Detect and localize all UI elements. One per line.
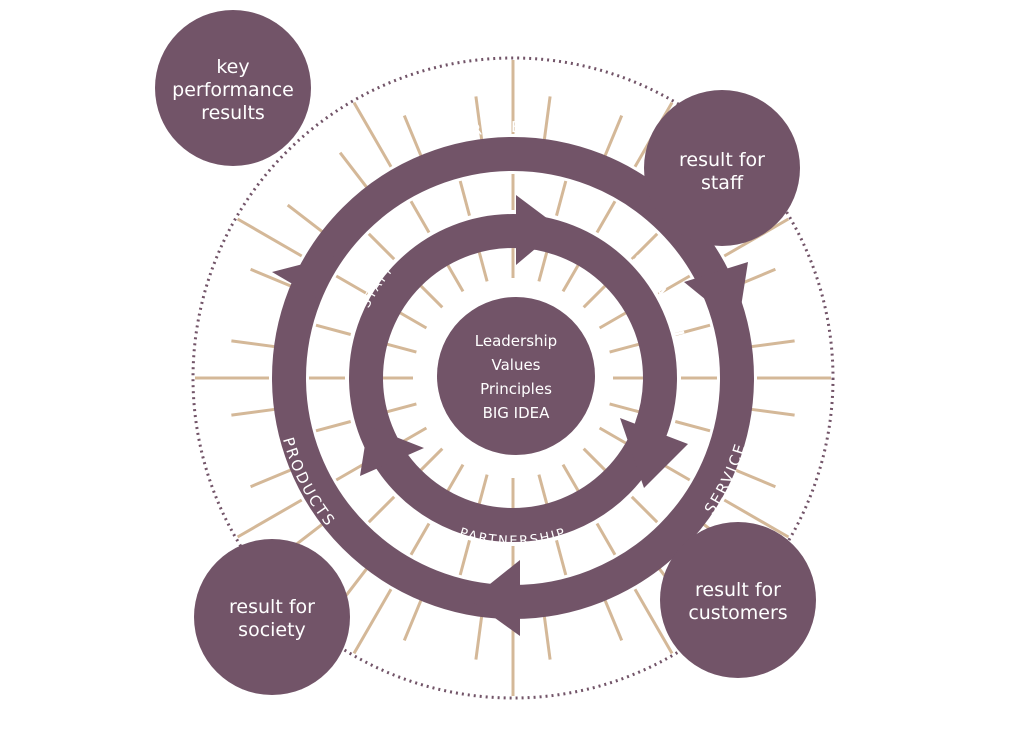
spoke-line [477,474,489,506]
spoke-line [335,274,369,296]
spoke-line [385,402,417,414]
bubble-customers-line-2: customers [688,602,787,624]
spoke-line [603,599,624,641]
spoke-line [474,96,484,141]
spoke-line [674,420,711,433]
bubble-key-performance [155,10,311,166]
center-line-4: BIG IDEA [483,404,551,422]
bubble-key-performance-line-1: key [216,56,249,78]
spoke-line [352,588,393,655]
center-line-3: Principles [480,380,552,398]
spoke-line [458,180,471,217]
spoke-line [445,262,465,293]
spoke-line [402,599,423,641]
spoke-line [582,283,608,309]
inner-arrowhead-top [516,195,560,265]
inner-ring [349,214,677,542]
label-processes: PROCESSES [458,118,572,142]
bubble-key-performance-line-2: performance [172,79,294,101]
center-line-2: Values [491,356,540,374]
bubble-society-line-1: result for [229,596,315,618]
spoke-line [555,180,568,217]
spoke-line [609,402,641,414]
outer-arrowhead-right [684,262,748,326]
spoke-line [630,495,659,524]
spoke-line [231,407,276,417]
spoke-line [250,468,292,489]
spoke-line [352,101,393,168]
spoke-line [633,588,674,655]
bubble-staff [644,90,800,246]
spoke-line [537,474,549,506]
spoke-line [595,522,617,556]
bubble-customers-line-1: result for [695,579,781,601]
spoke-line [674,323,711,336]
spoke-line [477,250,489,282]
outer-arrowhead-bottom [470,560,520,636]
bubble-society-line-2: society [238,619,306,641]
spoke-line [231,339,276,349]
spoke-line [445,463,465,494]
bubble-society [194,539,350,695]
spoke-line [236,217,303,258]
dotted-outer-circle [191,56,835,700]
center-line-1: Leadership [475,332,557,350]
spoke-line [750,339,795,349]
spoke-line [595,200,617,234]
spoke-line [397,310,428,330]
spoke-line [582,447,608,473]
spoke-line [458,539,471,576]
spoke-line [561,262,581,293]
spoke-line [315,323,352,336]
spoke-line [555,539,568,576]
spoke-line [367,232,396,261]
bubble-staff-line-2: staff [701,172,744,194]
spoke-line [561,463,581,494]
spoke-line [418,447,444,473]
spoke-line [418,283,444,309]
spoke-line [537,250,549,282]
spoke-line [409,522,431,556]
spoke-line [402,115,423,157]
spoke-line [385,342,417,354]
bubble-staff-line-1: result for [679,149,765,171]
spoke-line [315,420,352,433]
spoke-line [657,274,691,296]
spoke-line [474,615,484,660]
spoke-line [542,615,552,660]
spoke-line [603,115,624,157]
spoke-line [598,310,629,330]
spoke-line [286,203,324,234]
spoke-line [630,232,659,261]
center-circle [437,297,595,455]
spoke-line [542,96,552,141]
inner-arrowhead-left [360,426,424,476]
bubble-customers [660,522,816,678]
spoke-line [750,407,795,417]
spoke-line [338,151,369,189]
inner-arrowhead-right [620,418,688,488]
outer-arrowhead-left [272,256,334,300]
spoke-line [723,498,790,539]
spoke-line [367,495,396,524]
spoke-line [250,267,292,288]
spoke-line [609,342,641,354]
spoke-line [598,426,629,446]
bubble-key-performance-line-3: results [201,102,265,124]
spoke-line [236,498,303,539]
spoke-line [734,468,776,489]
spoke-line [409,200,431,234]
